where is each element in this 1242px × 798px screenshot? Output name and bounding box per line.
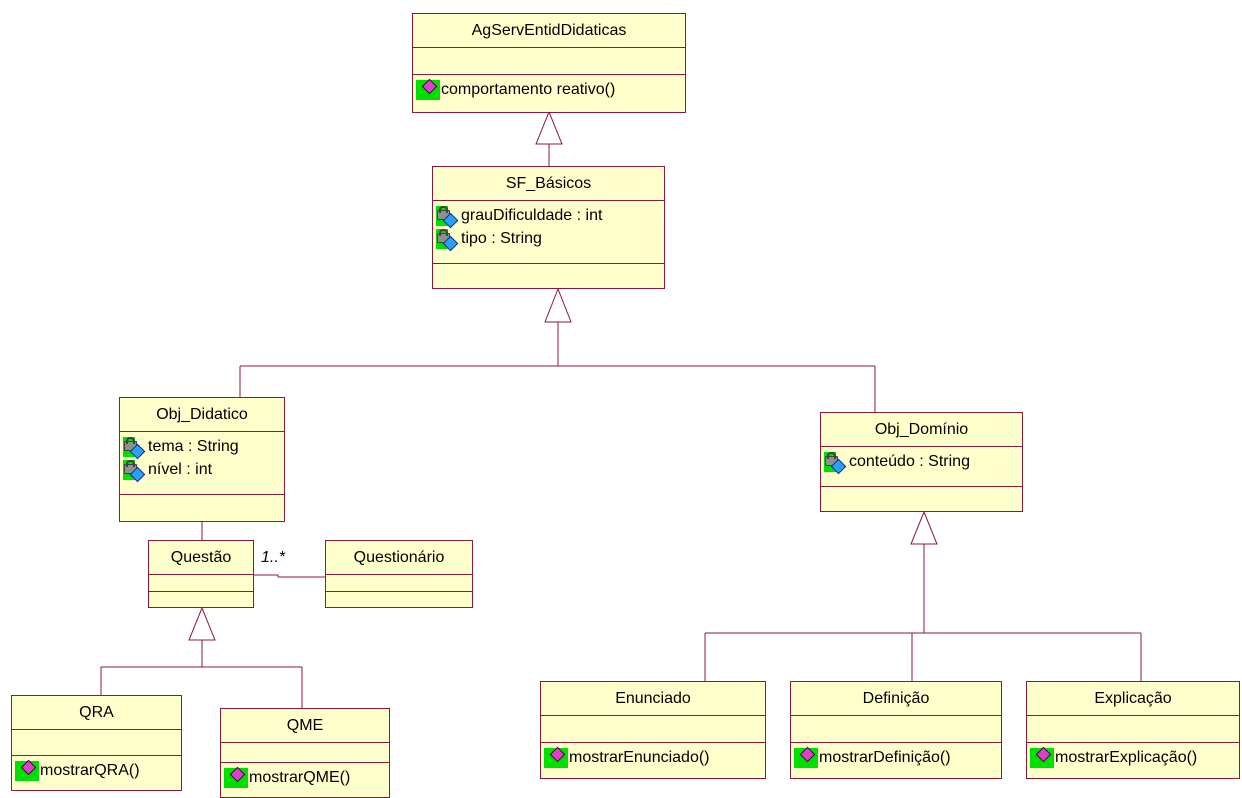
attributes-section: [791, 716, 1001, 743]
attribute-row: nível : int: [123, 458, 284, 482]
attribute-label: tema : String: [148, 437, 239, 455]
attributes-section: tema : String nível : int: [120, 432, 284, 495]
private-attribute-icon: [824, 451, 848, 474]
operations-section: mostrarExplicação(): [1027, 743, 1239, 769]
operation-label: mostrarEnunciado(): [569, 748, 710, 766]
class-qra[interactable]: QRA mostrarQRA(): [11, 695, 182, 791]
operation-icon: [416, 78, 440, 100]
operation-icon: [224, 766, 248, 788]
class-enunciado[interactable]: Enunciado mostrarEnunciado(): [540, 681, 766, 779]
attributes-section: grauDificuldade : int tipo : String: [433, 201, 664, 264]
attributes-section: [12, 730, 181, 756]
operation-label: mostrarDefinição(): [819, 748, 951, 766]
class-name: Questão: [149, 541, 253, 575]
attributes-section: conteúdo : String: [821, 447, 1022, 487]
association-line: [254, 574, 325, 578]
class-obj-didatico[interactable]: Obj_Didatico tema : String nível : int: [119, 397, 285, 522]
operations-section: [821, 487, 1022, 490]
operation-icon: [1030, 746, 1054, 768]
attribute-label: conteúdo : String: [849, 452, 970, 470]
operations-section: comportamento reativo(): [413, 75, 685, 101]
class-qme[interactable]: QME mostrarQME(): [220, 708, 390, 798]
attribute-row: tema : String: [123, 435, 284, 459]
operations-section: mostrarEnunciado(): [541, 743, 765, 769]
operations-section: [120, 495, 284, 498]
generalization-arrowhead: [910, 510, 938, 545]
operations-section: mostrarDefinição(): [791, 743, 1001, 769]
operation-icon: [794, 746, 818, 768]
operations-section: [149, 592, 253, 595]
class-name: Questionário: [326, 541, 472, 575]
private-attribute-icon: [436, 205, 460, 228]
class-name: Definição: [791, 682, 1001, 716]
attribute-row: conteúdo : String: [824, 450, 1022, 474]
class-obj-dominio[interactable]: Obj_Domínio conteúdo : String: [820, 412, 1023, 512]
attributes-section: [149, 575, 253, 592]
attribute-label: grauDificuldade : int: [461, 206, 603, 224]
operation-label: mostrarExplicação(): [1055, 748, 1198, 766]
operation-label: mostrarQME(): [249, 768, 351, 786]
class-questao[interactable]: Questão: [148, 540, 254, 608]
generalization-arrowhead: [188, 606, 216, 641]
generalization-arrowhead: [535, 110, 563, 145]
private-attribute-icon: [123, 436, 147, 459]
operation-icon: [544, 746, 568, 768]
attributes-section: [221, 743, 389, 763]
class-name: Obj_Didatico: [120, 398, 284, 432]
attribute-row: grauDificuldade : int: [436, 204, 664, 228]
class-questionario[interactable]: Questionário: [325, 540, 473, 608]
operation-row: mostrarDefinição(): [794, 746, 1001, 769]
operation-row: comportamento reativo(): [416, 78, 685, 101]
operation-label: comportamento reativo(): [441, 80, 616, 98]
operations-section: [326, 592, 472, 595]
association-multiplicity: 1..*: [261, 549, 286, 566]
class-name: SF_Básicos: [433, 167, 664, 201]
attributes-section: [413, 48, 685, 75]
attributes-section: [541, 716, 765, 743]
operations-section: mostrarQME(): [221, 763, 389, 789]
operation-row: mostrarQRA(): [15, 759, 181, 782]
operation-row: mostrarExplicação(): [1030, 746, 1239, 769]
class-sf-basicos[interactable]: SF_Básicos grauDificuldade : int tipo : …: [432, 166, 665, 289]
class-name: Enunciado: [541, 682, 765, 716]
operation-icon: [15, 759, 39, 781]
private-attribute-icon: [436, 228, 460, 251]
attribute-label: nível : int: [148, 460, 213, 478]
operation-label: mostrarQRA(): [40, 761, 140, 779]
class-name: QME: [221, 709, 389, 743]
attributes-section: [1027, 716, 1239, 743]
operations-section: mostrarQRA(): [12, 756, 181, 782]
class-name: AgServEntidDidaticas: [413, 14, 685, 48]
class-name: Explicação: [1027, 682, 1239, 716]
attributes-section: [326, 575, 472, 592]
operation-row: mostrarQME(): [224, 766, 389, 789]
class-name: Obj_Domínio: [821, 413, 1022, 447]
class-definicao[interactable]: Definição mostrarDefinição(): [790, 681, 1002, 779]
class-explicacao[interactable]: Explicação mostrarExplicação(): [1026, 681, 1240, 779]
operation-row: mostrarEnunciado(): [544, 746, 765, 769]
class-agservtiddidaticas[interactable]: AgServEntidDidaticas comportamento reati…: [412, 13, 686, 113]
generalization-arrowhead: [544, 287, 572, 323]
private-attribute-icon: [123, 459, 147, 482]
attribute-row: tipo : String: [436, 227, 664, 251]
attribute-label: tipo : String: [461, 229, 542, 247]
operations-section: [433, 264, 664, 267]
class-name: QRA: [12, 696, 181, 730]
